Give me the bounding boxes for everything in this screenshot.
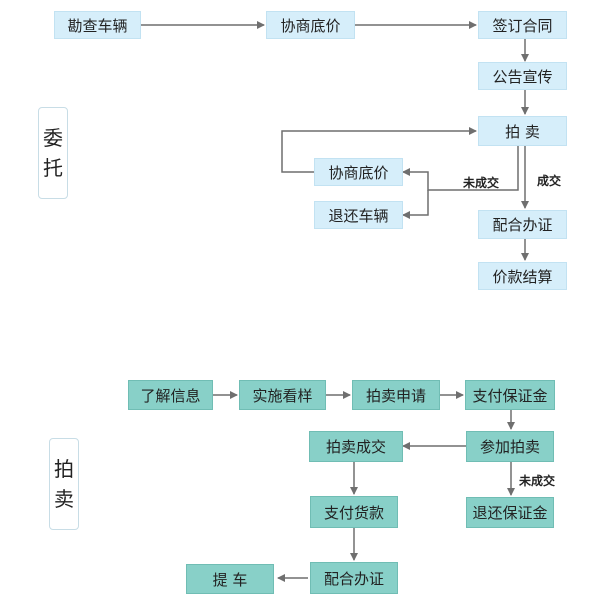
node-auction: 拍 卖 <box>478 116 567 146</box>
edge-label-sold: 成交 <box>537 174 562 188</box>
edge-label-not-sold: 未成交 <box>463 176 500 190</box>
node-paperwork: 配合办证 <box>478 210 567 239</box>
node-settlement: 价款结算 <box>478 262 567 290</box>
section-label-char: 委 <box>43 126 63 150</box>
node-publicity: 公告宣传 <box>478 62 567 90</box>
section-label-entrust: 委 托 <box>38 107 68 199</box>
node-pickup-vehicle: 提 车 <box>186 564 274 594</box>
node-negotiate-price-top: 协商底价 <box>266 11 355 39</box>
arrow-auction-to-return <box>402 190 429 219</box>
node-paperwork-2: 配合办证 <box>310 562 398 594</box>
section-label-char: 卖 <box>54 487 74 511</box>
node-auction-apply: 拍卖申请 <box>352 380 440 410</box>
node-sign-contract: 签订合同 <box>478 11 567 39</box>
node-auction-deal: 拍卖成交 <box>309 431 403 462</box>
node-pay-deposit: 支付保证金 <box>465 380 555 410</box>
section-label-char: 拍 <box>54 457 74 481</box>
node-negotiate-price-left: 协商底价 <box>314 158 403 186</box>
node-pay-balance: 支付货款 <box>310 496 398 528</box>
node-survey-vehicle: 勘查车辆 <box>54 11 141 39</box>
node-learn-info: 了解信息 <box>128 380 213 410</box>
section-label-char: 托 <box>43 156 63 180</box>
edge-label-not-sold-2: 未成交 <box>519 474 556 488</box>
node-participate-auction: 参加拍卖 <box>466 431 554 462</box>
arrow-negotiate-back-to-auction <box>281 127 477 173</box>
node-inspect-sample: 实施看样 <box>239 380 326 410</box>
node-return-vehicle: 退还车辆 <box>314 201 403 229</box>
section-label-auction: 拍 卖 <box>49 438 79 530</box>
node-refund-deposit: 退还保证金 <box>466 497 554 528</box>
arrow-auction-to-negotiate-left <box>402 146 519 191</box>
